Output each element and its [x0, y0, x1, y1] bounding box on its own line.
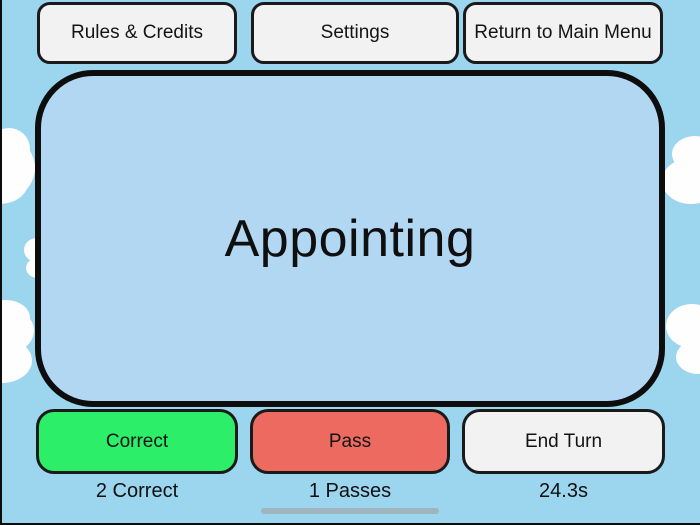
return-to-main-menu-button[interactable]: Return to Main Menu [463, 2, 663, 64]
passes-count-label: 1 Passes [308, 480, 392, 502]
timer-label: 24.3s [539, 480, 588, 502]
window-edge-bottom [0, 523, 700, 525]
pass-button[interactable]: Pass [250, 409, 450, 474]
cloud-puff [662, 158, 700, 204]
window-edge-left [0, 0, 2, 525]
timer-progress-bar [261, 508, 439, 514]
current-word: Appointing [224, 209, 476, 268]
correct-button[interactable]: Correct [36, 409, 238, 474]
settings-button[interactable]: Settings [251, 2, 459, 64]
end-turn-button[interactable]: End Turn [462, 409, 665, 474]
word-card: Appointing [35, 70, 665, 407]
rules-credits-button[interactable]: Rules & Credits [37, 2, 237, 64]
correct-count-label: 2 Correct [95, 480, 179, 502]
